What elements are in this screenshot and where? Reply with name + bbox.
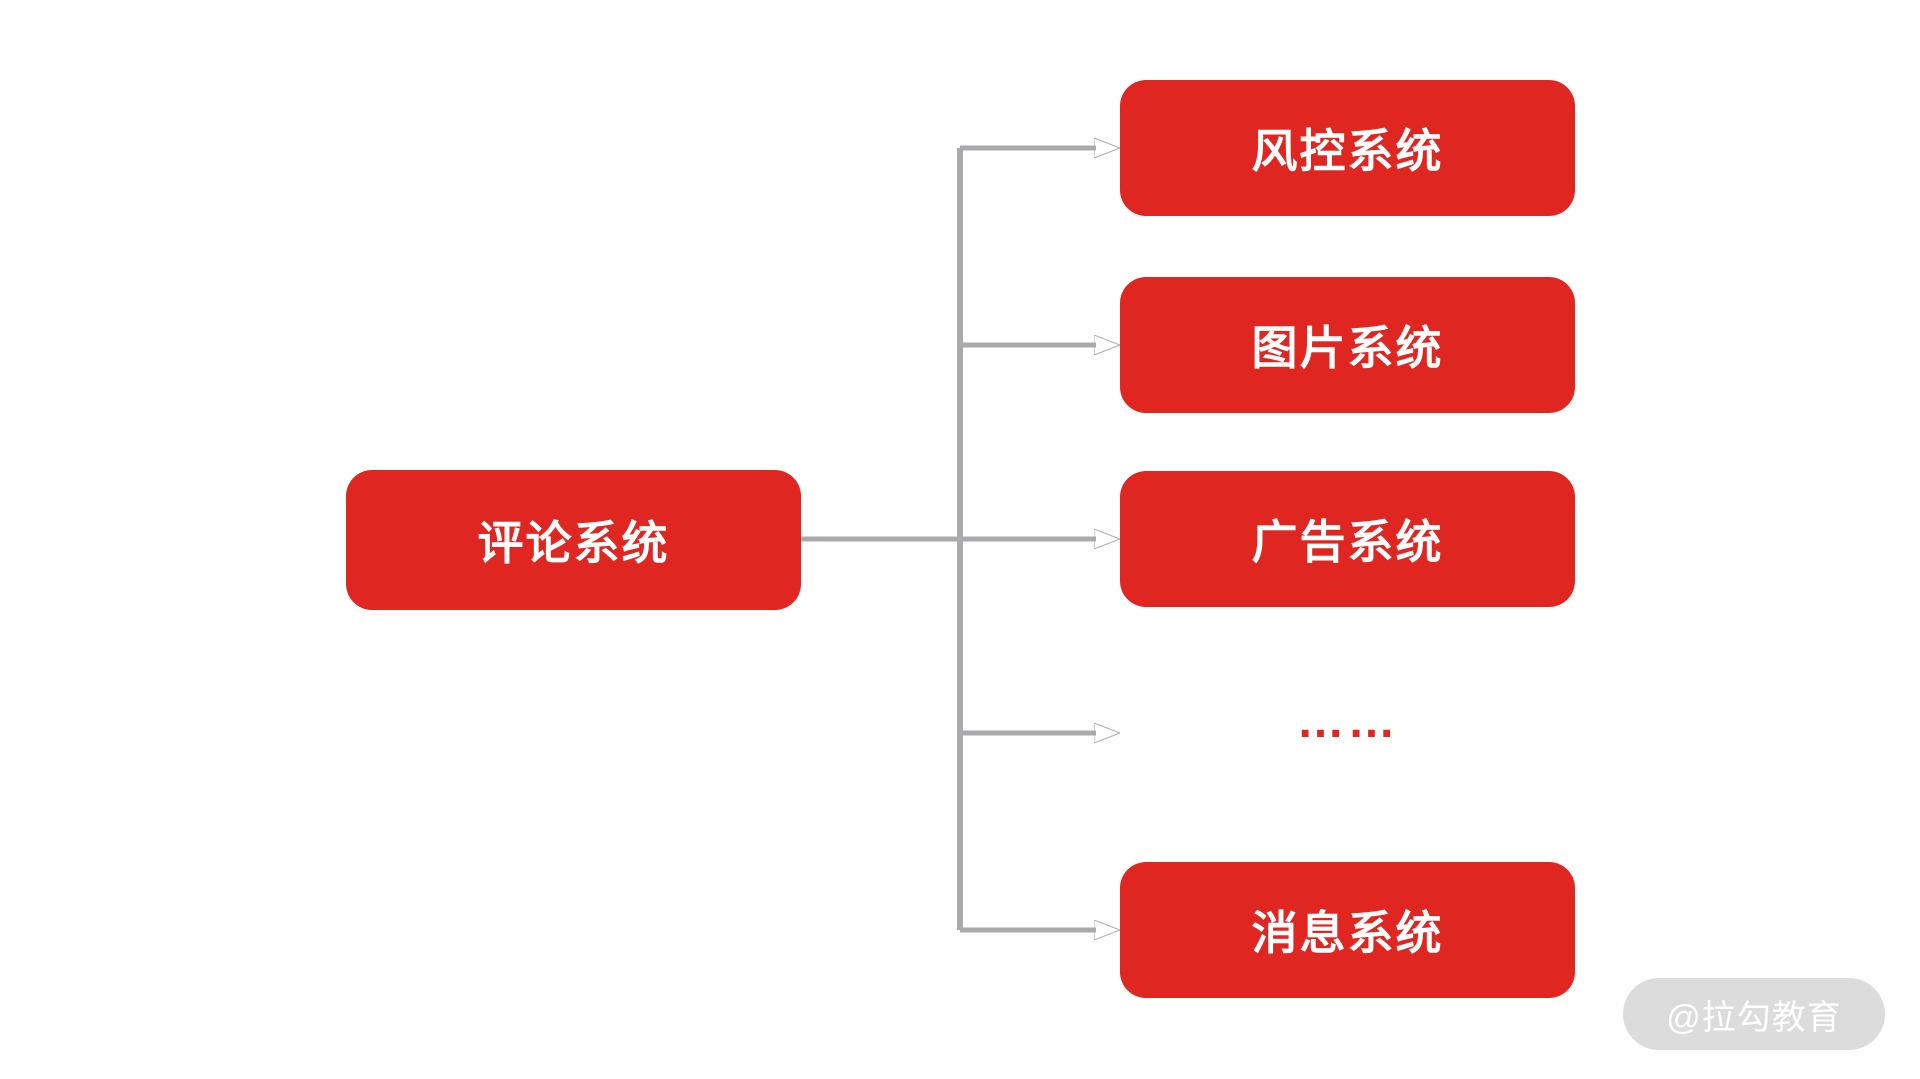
- node-image-system: 图片系统: [1120, 277, 1575, 413]
- node-risk-control-label: 风控系统: [1251, 125, 1444, 177]
- node-risk-control-system: 风控系统: [1120, 80, 1575, 216]
- ellipsis-label: ……: [1296, 694, 1399, 748]
- node-ad-system-label: 广告系统: [1251, 516, 1444, 568]
- node-ad-system: 广告系统: [1120, 471, 1575, 607]
- node-message-system: 消息系统: [1120, 862, 1575, 998]
- node-image-system-label: 图片系统: [1251, 322, 1444, 374]
- watermark-badge: @拉勾教育: [1623, 978, 1885, 1050]
- ellipsis-more-systems: ……: [1120, 695, 1575, 766]
- node-comment-system: 评论系统: [346, 470, 801, 610]
- watermark-label: @拉勾教育: [1666, 998, 1842, 1037]
- node-comment-system-label: 评论系统: [477, 517, 670, 569]
- node-message-system-label: 消息系统: [1251, 907, 1444, 959]
